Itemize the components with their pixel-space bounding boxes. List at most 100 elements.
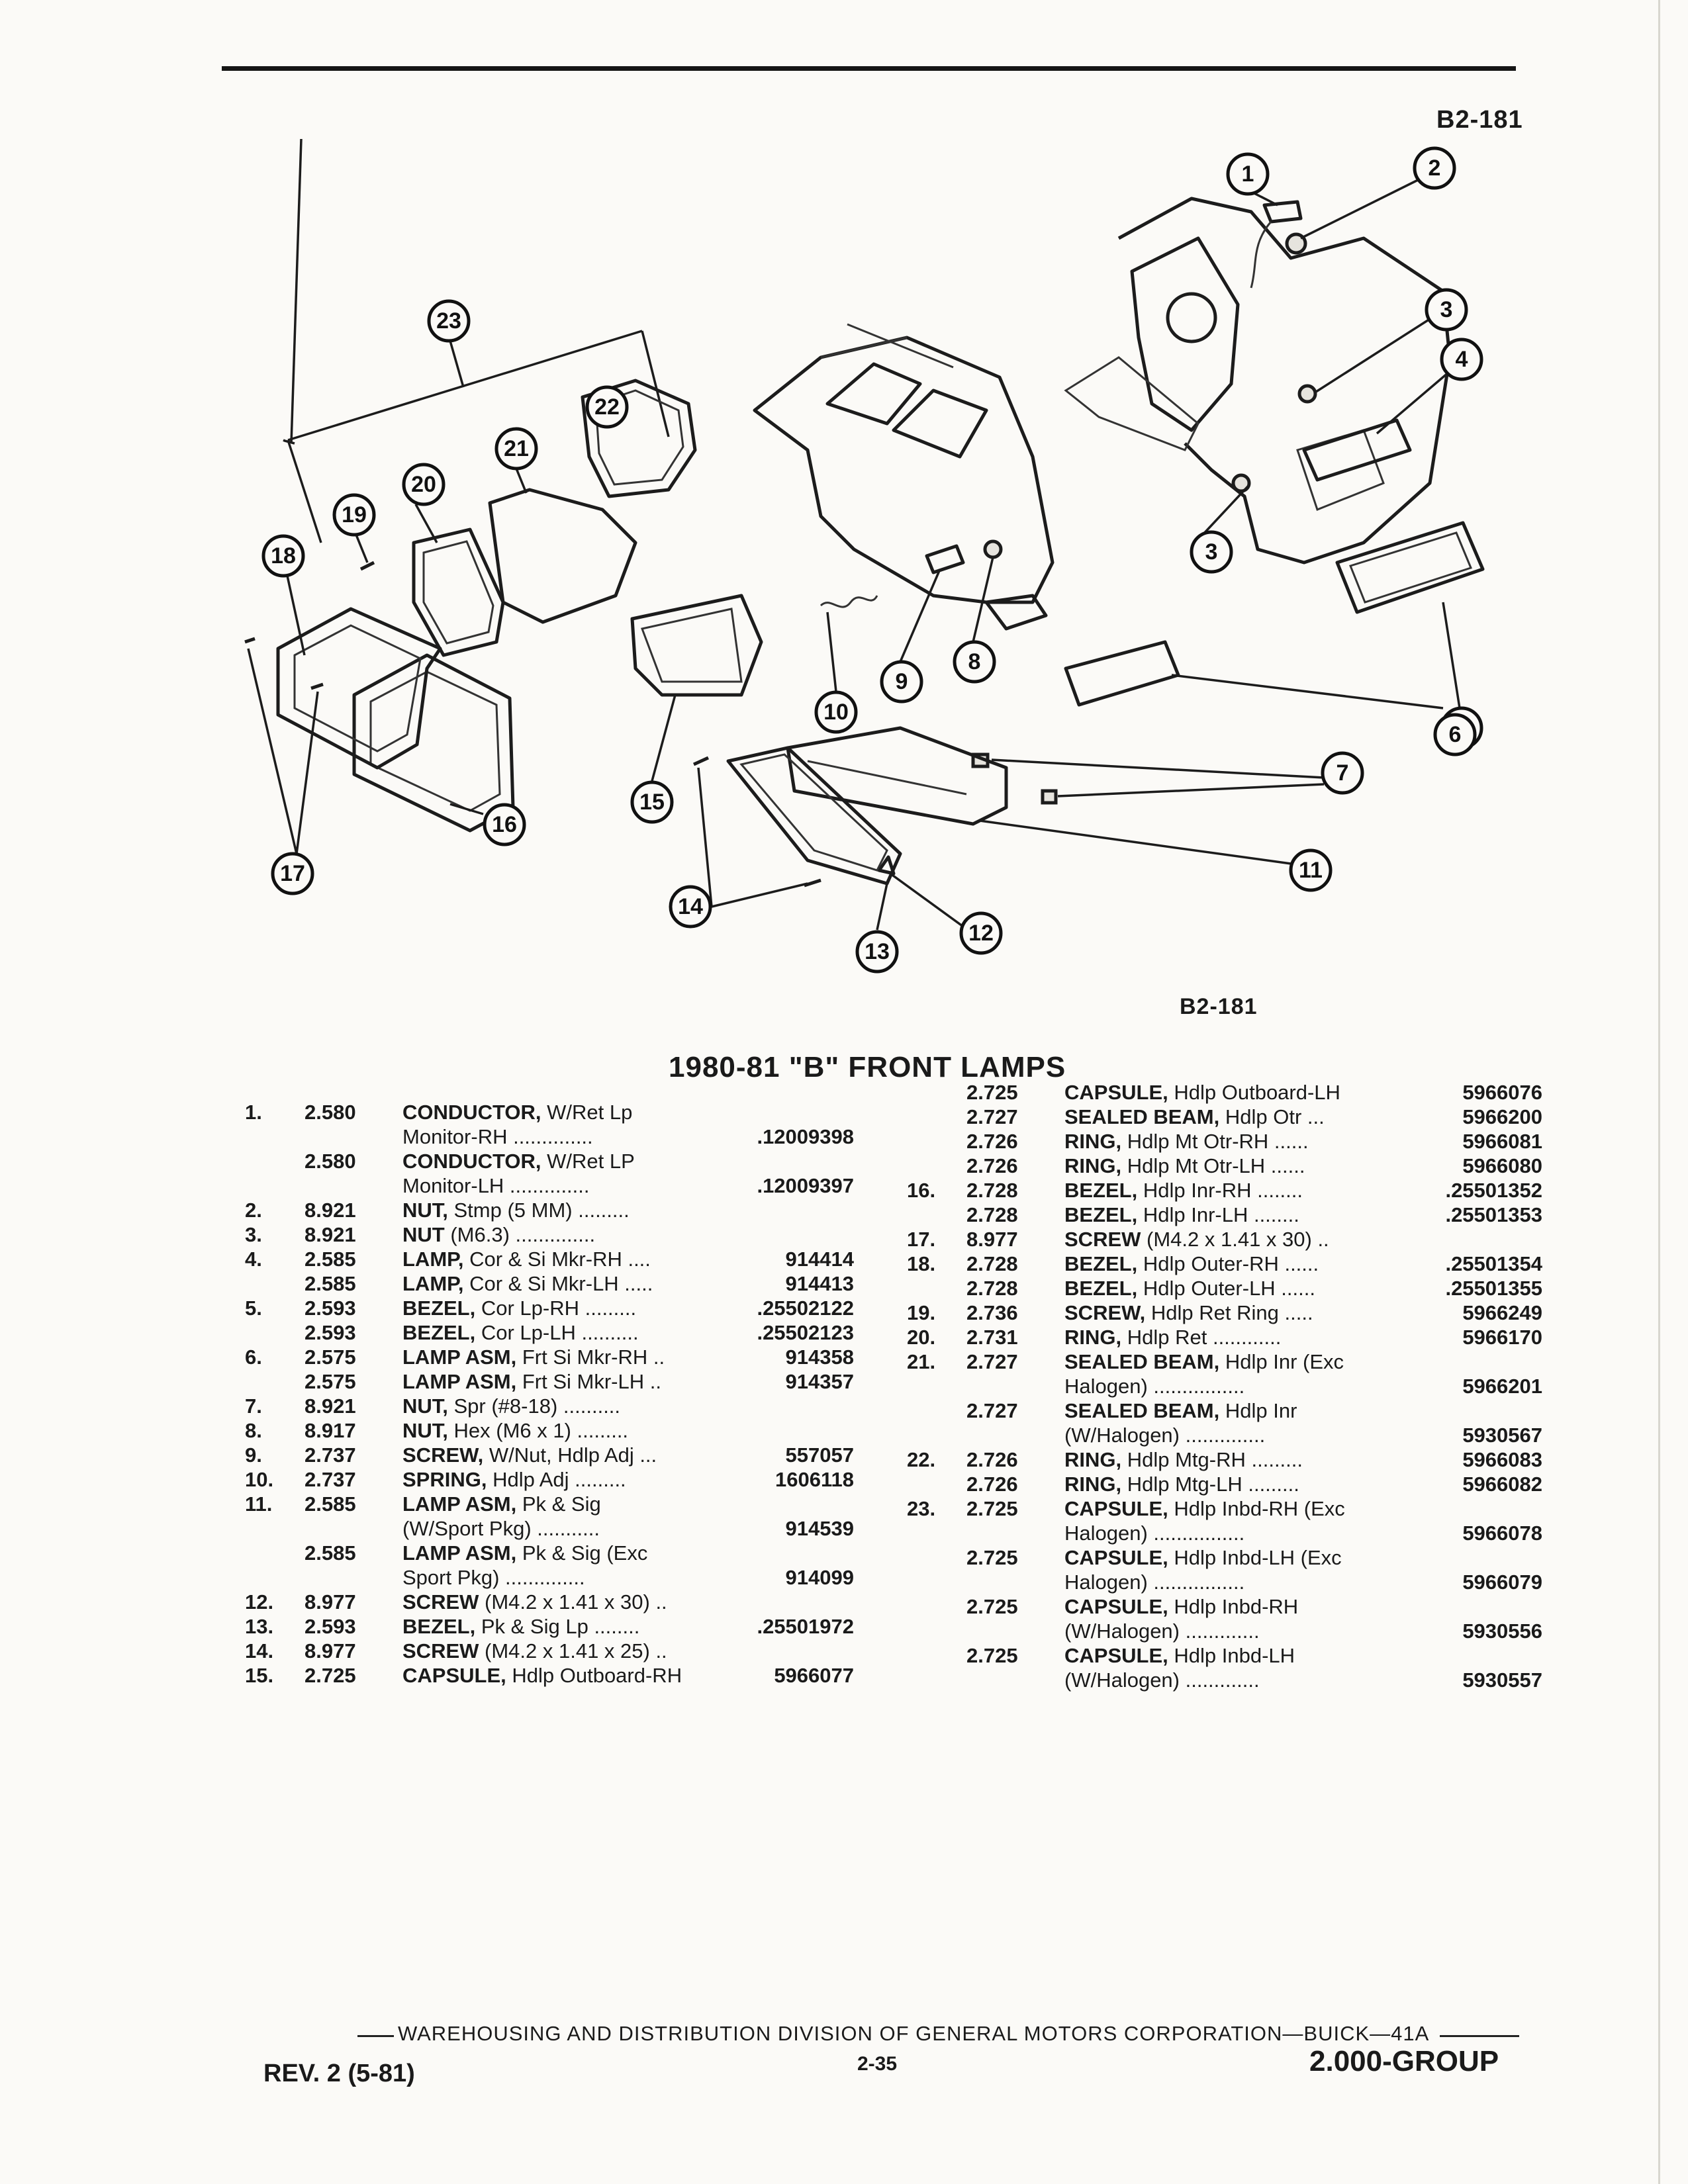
- part-name: BEZEL,: [402, 1297, 476, 1320]
- part-number: 1606118: [775, 1468, 854, 1491]
- description: NUT, Stmp (5 MM) .........: [402, 1198, 748, 1222]
- item-number: 21.: [907, 1350, 936, 1373]
- page-edge-shadow: [1658, 0, 1660, 2184]
- description: SCREW (M4.2 x 1.41 x 30) ..: [1064, 1227, 1427, 1251]
- part-number: .25501352: [1445, 1179, 1542, 1202]
- part-name: LAMP,: [402, 1272, 464, 1295]
- description: CAPSULE, Hdlp Inbd-RH (W/Halogen) ......…: [1064, 1594, 1427, 1643]
- svg-text:21: 21: [504, 436, 529, 461]
- item-number: 6.: [245, 1345, 262, 1369]
- part-detail: Hdlp Outboard-LH: [1168, 1081, 1340, 1104]
- part-3-nut-upper: [1297, 384, 1317, 404]
- part-5-bezel-cor: [1335, 521, 1485, 614]
- callout-6-final: 6: [1433, 713, 1477, 756]
- part-detail: Frt Si Mkr-LH ..: [516, 1370, 661, 1393]
- group-number: 2.593: [305, 1615, 356, 1638]
- callout-3-lower: 3: [1190, 530, 1233, 574]
- part-name: BEZEL,: [1064, 1203, 1138, 1226]
- part-number: 914413: [785, 1272, 854, 1295]
- part-name: SEALED BEAM,: [1064, 1105, 1220, 1128]
- callout-21: 21: [494, 427, 538, 471]
- part-detail: Hdlp Inr-RH ........: [1137, 1179, 1303, 1202]
- group-number: 2.585: [305, 1272, 356, 1295]
- part-detail: Hdlp Mtg-LH .........: [1121, 1473, 1299, 1496]
- part-13-park-bezel: [726, 746, 902, 886]
- callout-16: 16: [483, 803, 526, 846]
- part-number: 5966200: [1462, 1105, 1542, 1128]
- svg-text:22: 22: [594, 394, 620, 420]
- description: CAPSULE, Hdlp Inbd-RH (Exc Halogen) ....…: [1064, 1496, 1427, 1545]
- callout-20: 20: [402, 463, 445, 506]
- part-20-retaining-ring: [412, 527, 505, 657]
- part-number: 5930557: [1462, 1668, 1542, 1692]
- part-number: 5930556: [1462, 1619, 1542, 1643]
- description: RING, Hdlp Mt Otr-RH ......: [1064, 1129, 1427, 1154]
- part-detail: Cor Lp-LH ..........: [475, 1321, 639, 1344]
- group-number: 2.585: [305, 1541, 356, 1565]
- svg-text:20: 20: [411, 472, 436, 497]
- item-number: 13.: [245, 1615, 274, 1638]
- item-number: 7.: [245, 1394, 262, 1418]
- group-number: 8.921: [305, 1394, 356, 1418]
- group-number: 2.727: [966, 1399, 1018, 1422]
- footer-group: 2.000-GROUP: [1309, 2045, 1499, 2077]
- part-name: CAPSULE,: [1064, 1081, 1168, 1104]
- part-name: BEZEL,: [1064, 1277, 1138, 1300]
- part-11-park-signal-lamp: [786, 726, 1008, 826]
- description: SPRING, Hdlp Adj .........: [402, 1467, 748, 1492]
- item-number: 1.: [245, 1101, 262, 1124]
- part-detail: W/Ret LP Monitor-LH ..............: [402, 1150, 635, 1197]
- part-detail: Hdlp Outer-RH ......: [1137, 1252, 1319, 1275]
- grille-support-panel: [753, 323, 1055, 631]
- item-number: [907, 1276, 966, 1300]
- item-number: [245, 1541, 305, 1590]
- item-number: 4.: [245, 1248, 262, 1271]
- item-number: [907, 1203, 966, 1227]
- parts-table-title: 1980-81 "B" FRONT LAMPS: [669, 1051, 1066, 1083]
- part-21-sealed-beam: [488, 488, 637, 624]
- item-number: [907, 1545, 966, 1594]
- part-number: 914358: [785, 1345, 854, 1369]
- part-detail: Hdlp Inbd-LH (W/Halogen) .............: [1064, 1644, 1295, 1692]
- callout-10: 10: [814, 690, 858, 734]
- description: LAMP ASM, Pk & Sig (Exc Sport Pkg) .....…: [402, 1541, 748, 1590]
- description: RING, Hdlp Mtg-LH .........: [1064, 1472, 1427, 1496]
- item-number: [907, 1398, 966, 1447]
- callout-19: 19: [332, 493, 376, 537]
- part-name: CONDUCTOR,: [402, 1101, 541, 1124]
- callout-8: 8: [953, 640, 996, 684]
- item-number: 2.: [245, 1199, 262, 1222]
- part-9-adj-screw: [925, 544, 965, 574]
- group-number: 8.921: [305, 1223, 356, 1246]
- group-number: 2.726: [966, 1448, 1018, 1471]
- item-number: 3.: [245, 1223, 262, 1246]
- part-number: 5966201: [1462, 1375, 1542, 1398]
- item-number: [907, 1643, 966, 1692]
- item-number: [907, 1472, 966, 1496]
- svg-text:3: 3: [1440, 297, 1453, 322]
- parts-row: 2.585 LAMP ASM, Pk & Sig (Exc Sport Pkg) …: [245, 1541, 854, 1590]
- part-name: NUT,: [402, 1394, 448, 1418]
- item-number: [245, 1149, 305, 1198]
- callout-4: 4: [1440, 338, 1483, 381]
- part-name: CAPSULE,: [1064, 1644, 1168, 1667]
- part-detail: Hex (M6 x 1) .........: [447, 1419, 629, 1442]
- part-number: .25501354: [1445, 1252, 1542, 1275]
- group-number: 2.731: [966, 1326, 1018, 1349]
- part-number: 5966080: [1462, 1154, 1542, 1177]
- part-detail: Hdlp Otr ...: [1219, 1105, 1325, 1128]
- part-name: CONDUCTOR,: [402, 1150, 541, 1173]
- part-number: .25502123: [757, 1321, 854, 1344]
